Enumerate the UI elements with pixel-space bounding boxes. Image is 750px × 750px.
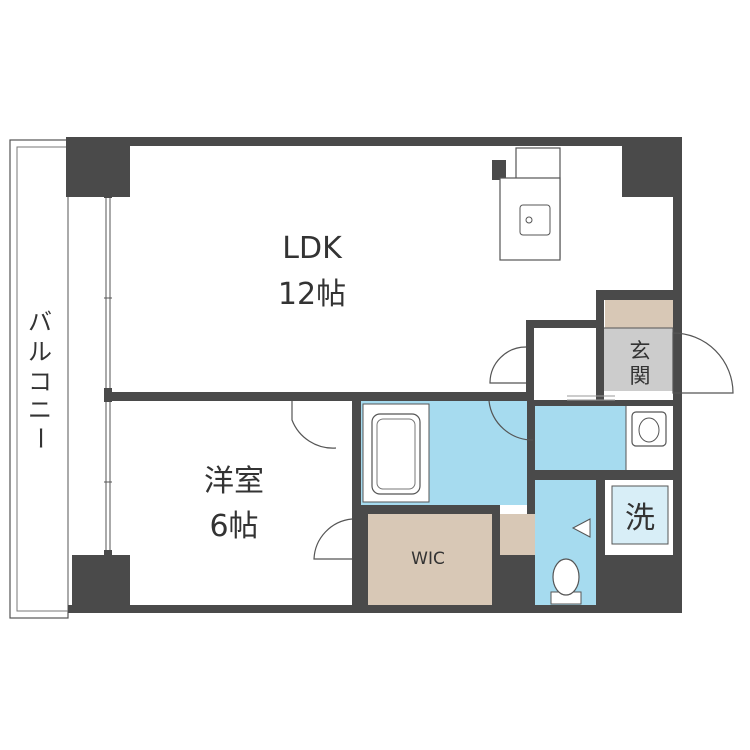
laundry-space: 洗 (605, 480, 673, 555)
ldk-size: 12帖 (278, 277, 346, 312)
walk-in-closet: WIC (368, 514, 535, 605)
bathtub-icon (371, 413, 421, 495)
toilet-door-triangle (571, 518, 591, 538)
ldk-room: LDK 12帖 (278, 231, 346, 312)
kitchen-sink-icon (519, 204, 551, 236)
exterior-walls (66, 137, 682, 613)
balcony-char: コ (28, 368, 52, 396)
balcony (9, 139, 69, 619)
interior-walls (112, 160, 682, 605)
laundry-label: 洗 (625, 501, 655, 536)
kitchen-counter (499, 147, 561, 261)
balcony-char: バ (28, 308, 52, 336)
doors (291, 332, 734, 560)
entrance-floor (598, 300, 674, 391)
western-room: 洋室 6帖 (204, 464, 264, 544)
ldk-door (489, 346, 527, 384)
balcony-char: ニ (28, 396, 52, 424)
balcony-char: ル (28, 338, 52, 366)
balcony-char: ー (26, 426, 54, 450)
entrance-label-2: 関 (630, 364, 651, 388)
toilet-icon (550, 558, 582, 605)
entrance-door (672, 332, 734, 394)
bath-door (488, 400, 534, 441)
washroom (535, 406, 673, 470)
western-size: 6帖 (209, 509, 258, 544)
bathroom (361, 401, 527, 505)
western-name: 洋室 (204, 464, 264, 499)
entrance-room: 玄 関 (630, 339, 651, 388)
toilet-room (535, 480, 596, 605)
balcony-label: バ ル コ ニ ー (26, 308, 54, 450)
wic-label: WIC (411, 549, 445, 569)
western-door (291, 401, 337, 449)
balcony-window (104, 198, 112, 550)
ldk-name: LDK (282, 231, 343, 266)
sink-icon (631, 411, 667, 447)
western-closet-door (313, 518, 353, 560)
entrance-label-1: 玄 (630, 339, 651, 363)
